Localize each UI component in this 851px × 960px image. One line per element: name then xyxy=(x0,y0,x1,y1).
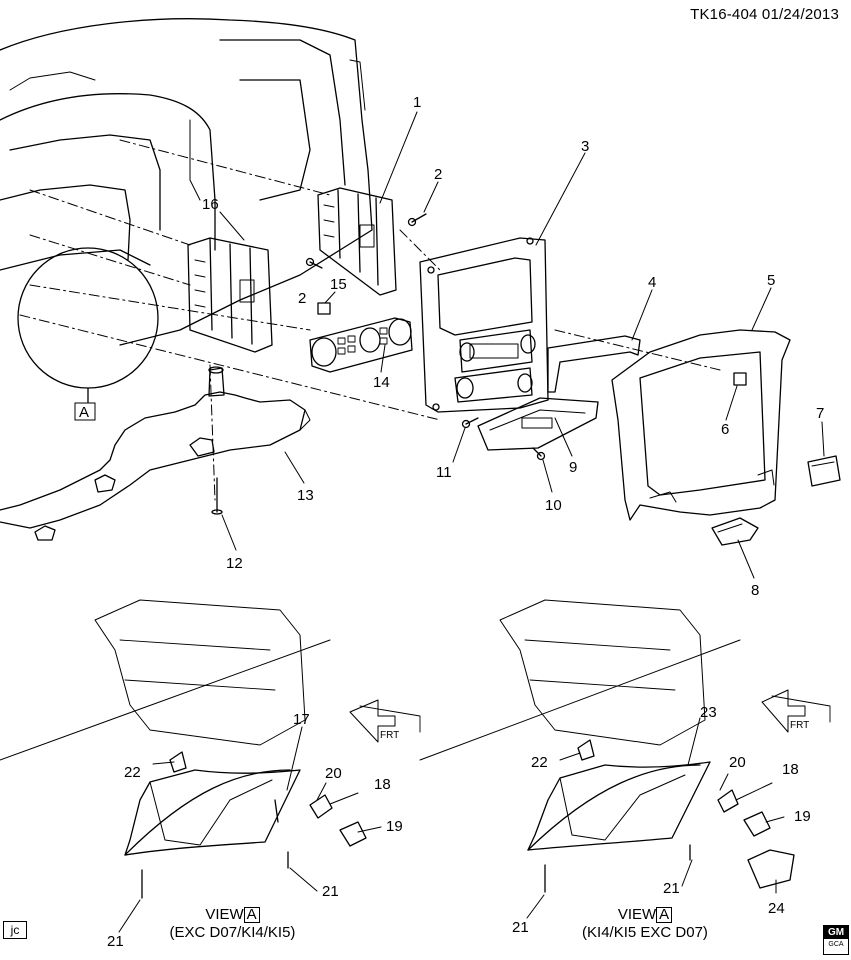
drawing-reference: TK16-404 01/24/2013 xyxy=(690,6,839,23)
left-view-condition: (EXC D07/KI4/KI5) xyxy=(169,924,296,941)
callout-21: 21 xyxy=(322,883,339,900)
part-7-switch xyxy=(807,455,841,487)
callout-16: 16 xyxy=(202,196,219,213)
front-arrow-left xyxy=(349,699,421,743)
part-12-screw xyxy=(211,477,223,515)
leader-lines xyxy=(118,111,825,933)
callout-4: 4 xyxy=(648,274,656,291)
right-view-condition: (KI4/KI5 EXC D07) xyxy=(582,924,708,941)
view-a-detail-circle xyxy=(17,247,159,389)
callout-2: 2 xyxy=(434,166,442,183)
right-view-letter: A xyxy=(656,907,673,923)
callout-18: 18 xyxy=(374,776,391,793)
part-9-switch-module xyxy=(477,397,599,451)
callout-20: 20 xyxy=(325,765,342,782)
callout-10: 10 xyxy=(545,497,562,514)
callout-3: 3 xyxy=(581,138,589,155)
callout-5: 5 xyxy=(767,272,775,289)
callout-11: 11 xyxy=(436,464,452,481)
callout-7: 7 xyxy=(816,405,824,422)
part-16-air-vent xyxy=(187,237,273,353)
view-a-box xyxy=(74,402,96,421)
callout-22: 22 xyxy=(531,754,548,771)
callout-6: 6 xyxy=(721,421,729,438)
part-1-air-vent xyxy=(317,187,397,296)
part-10-11-screws xyxy=(461,417,546,461)
left-view-glovebox xyxy=(0,599,367,899)
part-4-trim-strip xyxy=(547,335,641,393)
part-15-clip xyxy=(317,302,331,315)
callout-19: 19 xyxy=(386,818,403,835)
left-view-letter: A xyxy=(243,907,260,923)
callout-21: 21 xyxy=(107,933,124,950)
part-2-screws xyxy=(305,213,427,269)
callout-2: 2 xyxy=(298,290,306,307)
callout-9: 9 xyxy=(569,459,577,476)
left-view-prefix: VIEW xyxy=(205,906,244,923)
callout-23: 23 xyxy=(700,704,717,721)
callout-8: 8 xyxy=(751,582,759,599)
callout-21: 21 xyxy=(663,880,680,897)
view-a-letter: A xyxy=(79,404,89,421)
gm-logo: GM GCA xyxy=(823,925,849,955)
front-label-right: FRT xyxy=(790,720,809,731)
instrument-panel-outline xyxy=(0,18,373,346)
gm-logo-brand: GM xyxy=(824,926,848,939)
callout-12: 12 xyxy=(226,555,243,572)
callout-17: 17 xyxy=(293,711,310,728)
callout-21: 21 xyxy=(512,919,529,936)
gm-logo-sub: GCA xyxy=(828,941,844,948)
callout-19: 19 xyxy=(794,808,811,825)
right-view-glovebox xyxy=(419,599,795,893)
part-5-outer-bezel xyxy=(611,329,791,521)
callout-20: 20 xyxy=(729,754,746,771)
front-label-left: FRT xyxy=(380,730,399,741)
callout-22: 22 xyxy=(124,764,141,781)
part-14-climate-control xyxy=(309,317,413,373)
callout-14: 14 xyxy=(373,374,390,391)
callout-numbers: 1 2 2 3 4 5 6 7 8 9 10 11 12 13 14 15 16… xyxy=(107,94,824,950)
alignment-lines xyxy=(19,139,721,501)
corner-tag: jc xyxy=(3,921,27,939)
front-arrow-right xyxy=(761,689,831,733)
callout-1: 1 xyxy=(413,94,421,111)
right-view-prefix: VIEW xyxy=(617,906,657,923)
callout-18: 18 xyxy=(782,761,799,778)
part-6-clip xyxy=(733,372,747,386)
callout-15: 15 xyxy=(330,276,347,293)
part-3-center-bezel xyxy=(419,237,549,413)
callout-24: 24 xyxy=(768,900,785,917)
part-13-trim-panel xyxy=(0,366,311,541)
callout-13: 13 xyxy=(297,487,314,504)
part-8-switch xyxy=(711,517,759,546)
